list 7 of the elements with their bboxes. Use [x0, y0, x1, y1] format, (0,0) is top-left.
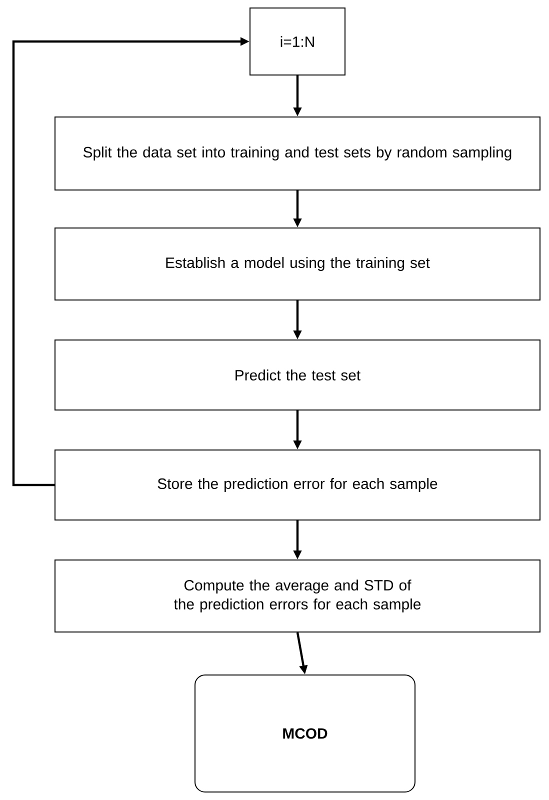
terminal-box: MCOD — [194, 674, 416, 792]
loop-box: i=1:N — [250, 8, 346, 76]
process-box: Compute the average and STD of the prediction errors for each sample — [54, 560, 540, 632]
process-box: Store the prediction error for each sample — [54, 450, 540, 520]
process-box: Predict the test set — [54, 340, 540, 410]
process-box: Split the data set into training and test sets by random sampling — [54, 116, 540, 190]
process-box: Establish a model using the training set — [54, 228, 540, 300]
